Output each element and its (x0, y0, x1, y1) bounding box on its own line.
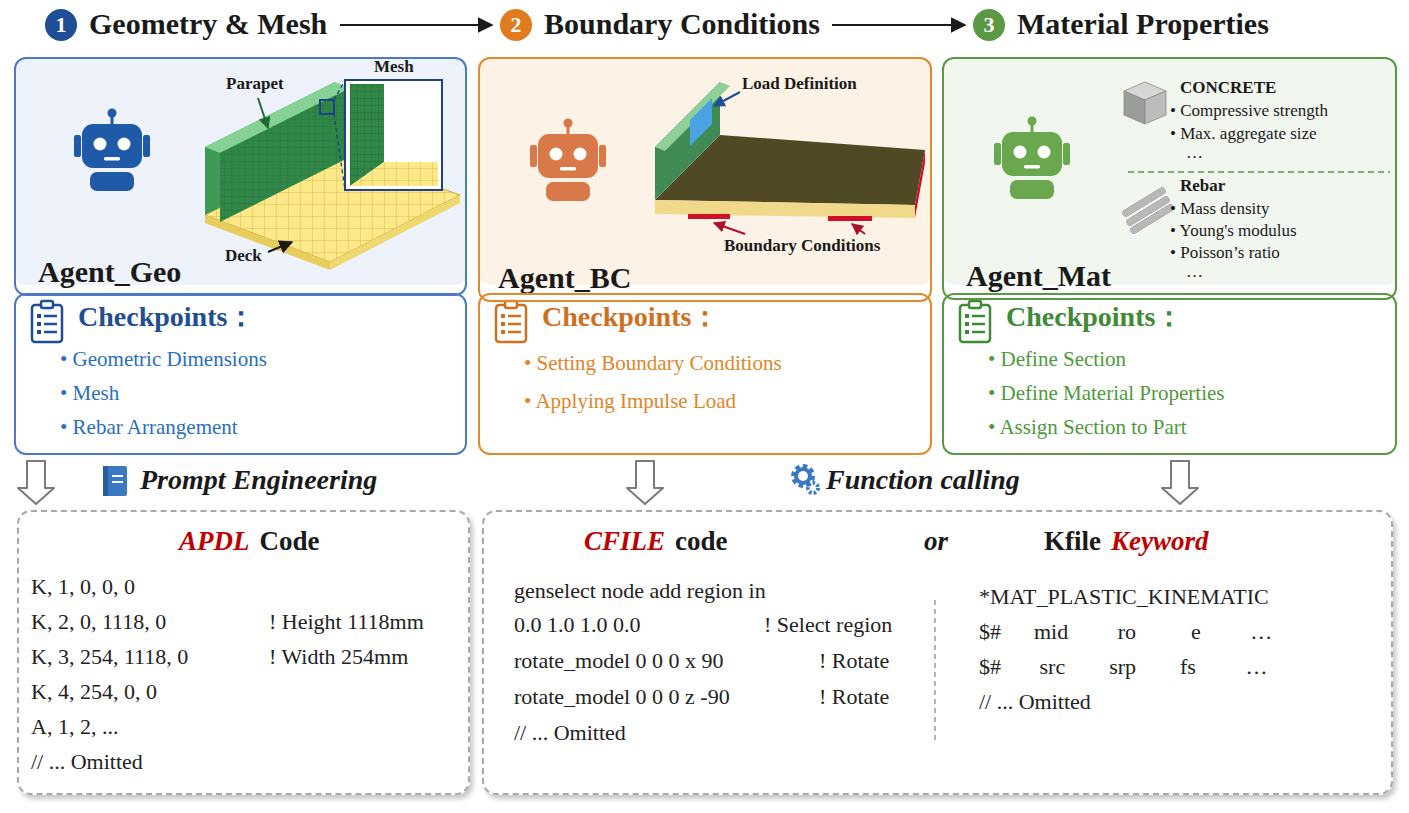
node-text: Boundary Conditions (544, 7, 820, 42)
method-label: Prompt Engineering (140, 464, 377, 496)
node-text: • Define Material Properties (988, 381, 1225, 405)
part-label: Load Definition (742, 74, 857, 94)
boundary-figure (655, 82, 925, 234)
step-number: 1 (45, 9, 77, 41)
panel-ground (942, 57, 1397, 285)
checklist-icon (960, 301, 990, 342)
checkpoint-box: Checkpoints： • Define Section • Define Mat… (942, 293, 1397, 455)
agent-panel: Agent_Mat (942, 57, 1397, 300)
panel-ground (478, 57, 932, 285)
code-box: APDL Code K, 1, 0, 0, 0 K, 2, 0, 1118, 0 ! H… (17, 510, 470, 795)
node-text: Keyword (1111, 526, 1209, 557)
block-arrow (18, 461, 54, 504)
panel-ground (14, 57, 467, 285)
code-line: ! Select region (764, 612, 892, 637)
code-line: ! Width 254mm (269, 644, 408, 669)
node-text: • Assign Section to Part (988, 415, 1187, 439)
robot-icon (530, 119, 606, 202)
node-text: Checkpoints： (1006, 301, 1183, 333)
part-label: Parapet (226, 74, 284, 94)
checklist-icon (32, 301, 62, 342)
robot-icon (994, 117, 1070, 200)
node-text: Kfile (1044, 526, 1101, 557)
code-line: $# mid ro e … (979, 619, 1272, 644)
flow-arrow (340, 24, 492, 26)
node-text: • Define Section (988, 347, 1126, 371)
code-line: rotate_model 0 0 0 z -90 (514, 684, 730, 709)
node-text: Agent_Geo (38, 255, 181, 290)
node-text: Checkpoints： (542, 301, 719, 333)
node-text: Checkpoints： (78, 301, 255, 333)
code-line: K, 1, 0, 0, 0 (31, 574, 135, 599)
method-label: Function calling (826, 464, 1020, 496)
code-line: *MAT_PLASTIC_KINEMATIC (979, 584, 1269, 609)
part-label: … (1186, 262, 1203, 282)
step-number: 3 (973, 9, 1005, 41)
code-line: // ... Omitted (31, 749, 143, 774)
part-label: • Poisson’s ratio (1170, 243, 1280, 263)
part-label: CONCRETE (1180, 78, 1276, 98)
part-label: … (1186, 143, 1203, 163)
node-text: • Mesh (60, 381, 119, 405)
step-number: 2 (500, 9, 532, 41)
flow-arrow (832, 24, 965, 26)
node-text: • Applying Impulse Load (524, 389, 736, 413)
code-line: genselect node add region in (514, 578, 766, 603)
code-line: ! Height 1118mm (269, 609, 424, 634)
block-arrow (627, 461, 663, 504)
code-line: ! Rotate (819, 684, 889, 709)
node-text: code (675, 526, 727, 557)
node-text: CFILE (584, 526, 665, 557)
node-text: Code (260, 526, 320, 557)
node-text: or (924, 526, 948, 557)
code-line: // ... Omitted (979, 689, 1091, 714)
node-text: Agent_Mat (966, 259, 1111, 294)
part-label: Rebar (1180, 176, 1225, 196)
divider-line (1128, 171, 1390, 173)
code-box: CFILE code or Kfile Keyword genselect node ad… (482, 510, 1393, 795)
agent-panel: Agent_BC (478, 57, 932, 302)
part-label: Mesh (374, 57, 414, 77)
part-label: • Mass density (1170, 199, 1269, 219)
rebar-icon (1126, 191, 1170, 230)
book-icon (103, 466, 127, 496)
node-text: • Geometric Dimensions (60, 347, 267, 371)
node-text: Geometry & Mesh (89, 7, 327, 42)
part-label: Deck (225, 246, 262, 266)
code-line: rotate_model 0 0 0 x 90 (514, 648, 724, 673)
code-line: // ... Omitted (514, 720, 626, 745)
code-line: ! Rotate (819, 648, 889, 673)
checklist-icon (496, 301, 526, 342)
node-text: • Rebar Arrangement (60, 415, 238, 439)
code-line: A, 1, 2, ... (31, 714, 118, 739)
divider-line (934, 600, 936, 742)
part-label: • Compressive strength (1170, 101, 1328, 121)
gear-icon (794, 467, 818, 493)
checkpoint-box: Checkpoints： • Setting Boundary Condition… (478, 293, 932, 455)
part-label: Boundary Conditions (724, 236, 880, 256)
code-line: $# src srp fs … (979, 654, 1267, 679)
checkpoint-box: Checkpoints： • Geometric Dimensions • Mesh… (14, 293, 467, 455)
node-text: Agent_BC (498, 261, 631, 296)
stage-header: 1 Geometry & Mesh (45, 5, 332, 45)
code-line: 0.0 1.0 1.0 0.0 (514, 612, 641, 637)
node-text: • Setting Boundary Conditions (524, 351, 782, 375)
stage-header: 3 Material Properties (973, 5, 1273, 45)
block-arrow (1162, 461, 1198, 504)
code-line: K, 2, 0, 1118, 0 (31, 609, 166, 634)
node-text: APDL (179, 526, 250, 557)
node-text: Material Properties (1017, 7, 1269, 42)
part-label: • Max. aggregate size (1170, 124, 1317, 144)
parapet-deck-figure (205, 80, 460, 270)
robot-icon (74, 109, 150, 192)
concrete-cube-icon (1124, 82, 1166, 124)
stage-header: 2 Boundary Conditions (500, 5, 824, 45)
code-line: K, 3, 254, 1118, 0 (31, 644, 188, 669)
code-line: K, 4, 254, 0, 0 (31, 679, 157, 704)
part-label: • Young's modulus (1170, 221, 1297, 241)
